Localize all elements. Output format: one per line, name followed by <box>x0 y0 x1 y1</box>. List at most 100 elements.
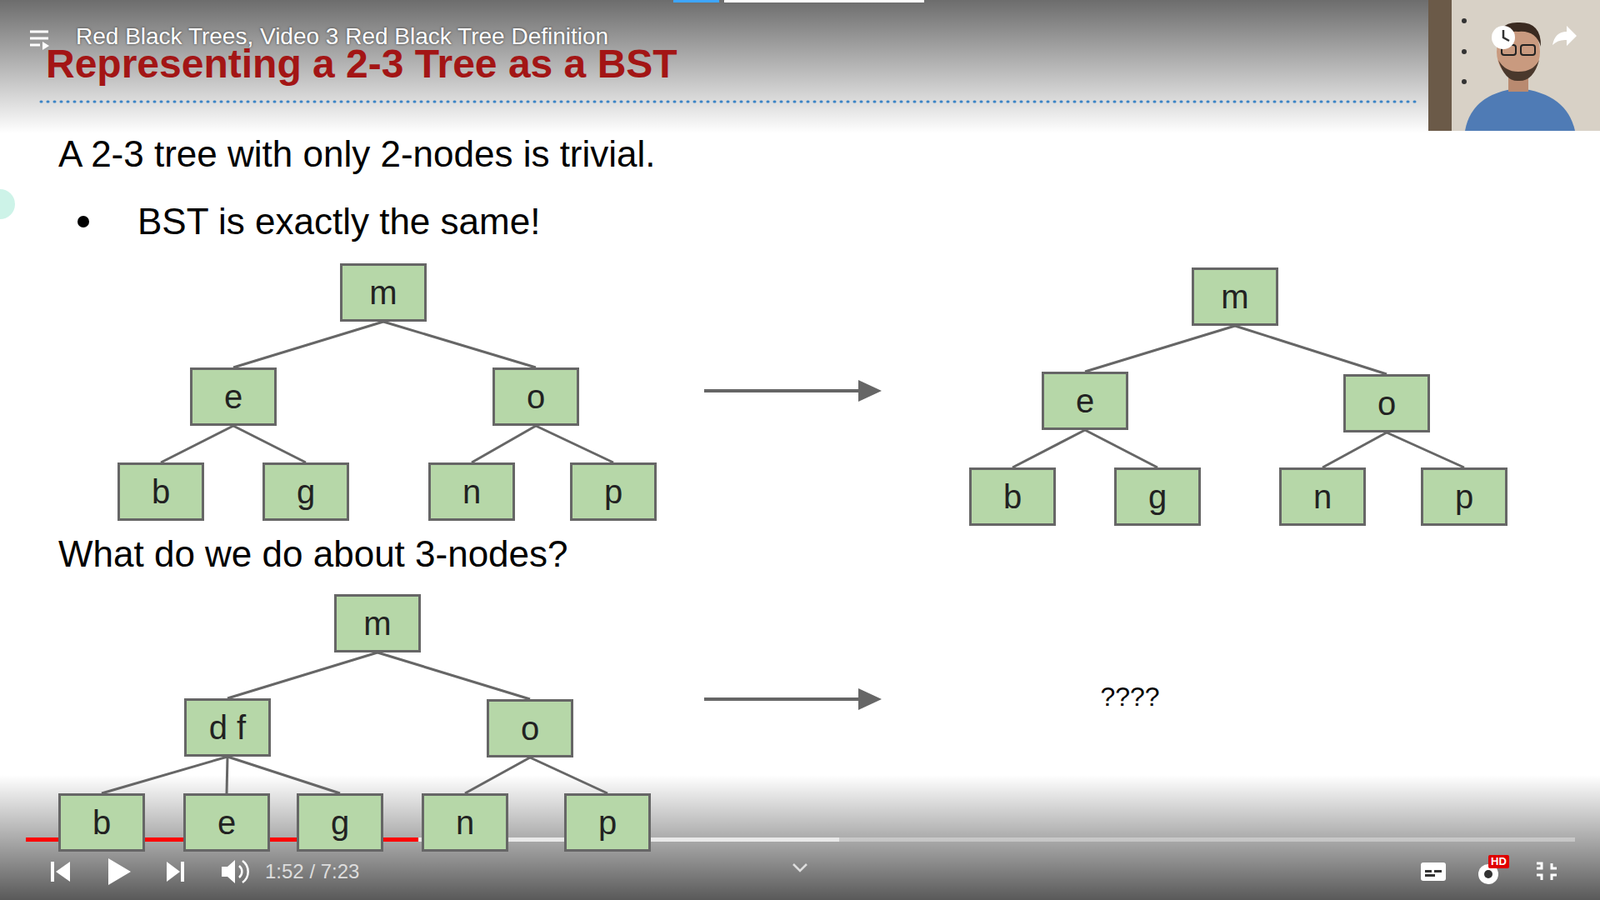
bullet-text: BST is exactly the same! <box>137 200 540 245</box>
edge-marker <box>0 189 15 220</box>
tree-edge <box>160 425 234 463</box>
node-label: o <box>526 378 545 415</box>
tree-edge <box>226 756 228 794</box>
tree-edge <box>233 425 306 463</box>
tree-edge <box>1235 325 1387 375</box>
tree-edge <box>227 756 340 794</box>
node-label: o <box>520 710 540 747</box>
node-label: d f <box>209 709 246 746</box>
settings-icon <box>1484 870 1493 879</box>
tree-edge <box>227 652 378 699</box>
wall-dot <box>1461 18 1467 24</box>
node-label: m <box>363 605 391 642</box>
fullscreen-exit-icon <box>1536 863 1557 880</box>
webcam-frame <box>1428 0 1600 131</box>
tree-node: g <box>1114 467 1201 526</box>
tree-node: n <box>1279 467 1366 526</box>
tree-node: p <box>570 462 657 521</box>
arrow-head <box>858 380 882 402</box>
tree-edge <box>535 425 614 463</box>
tree-node: o <box>1343 374 1430 433</box>
body-text: A 2-3 tree with only 2-nodes is trivial. <box>58 132 656 177</box>
node-label: p <box>598 804 617 841</box>
hd-badge: HD <box>1488 855 1510 869</box>
playlist-icon <box>30 31 49 45</box>
icon-line <box>30 37 49 40</box>
node-label: b <box>1003 478 1022 515</box>
wall-dot <box>1461 79 1467 85</box>
transform-arrow <box>704 389 860 393</box>
wall-dot <box>1461 49 1467 55</box>
tree-node: m <box>334 594 421 653</box>
tree-edge <box>1386 432 1465 468</box>
tree-edge <box>101 756 228 794</box>
previous-icon <box>50 861 55 882</box>
tree-node: g <box>262 462 350 521</box>
next-icon <box>180 861 185 882</box>
tree-node: o <box>486 699 574 758</box>
tree-edge <box>530 757 608 794</box>
previous-icon <box>55 861 70 882</box>
bottom-shade <box>0 775 1600 900</box>
chapter-bar <box>673 0 720 3</box>
subtitles-icon <box>1425 870 1432 873</box>
tree-node: e <box>1041 371 1129 430</box>
tree-edge <box>377 652 530 700</box>
tree-edge <box>1012 430 1085 468</box>
subtitles-icon <box>1434 870 1442 873</box>
top-shade <box>0 0 1429 134</box>
watch-later-icon <box>1503 30 1510 41</box>
volume-icon <box>242 860 249 883</box>
play-icon <box>108 858 131 885</box>
subtitles-icon <box>1425 874 1435 877</box>
node-label: g <box>1148 478 1167 515</box>
share-icon <box>1552 25 1577 46</box>
tree-edge <box>471 425 536 463</box>
node-label: g <box>296 473 315 510</box>
webcam-shirt <box>1465 88 1575 131</box>
node-label: g <box>330 804 350 841</box>
tree-node: e <box>190 367 277 426</box>
node-label: b <box>92 804 111 841</box>
tree-node: p <box>1420 467 1508 526</box>
bullet-dot <box>77 215 90 228</box>
icon-line <box>30 44 40 47</box>
next-icon <box>166 861 180 882</box>
node-label: e <box>217 804 236 841</box>
node-label: m <box>1220 278 1249 315</box>
time-display: 1:52 / 7:23 <box>265 860 360 885</box>
arrow-head <box>858 688 882 710</box>
tree-node: n <box>428 462 515 521</box>
dotted-rule <box>40 100 1421 104</box>
webcam-beard <box>1498 60 1540 81</box>
tree-node: o <box>492 367 580 426</box>
node-label: m <box>369 274 397 311</box>
placeholder-text: ???? <box>1100 680 1160 713</box>
video-title: Red Black Trees, Video 3 Red Black Tree … <box>75 22 609 51</box>
tree-edge <box>1085 325 1235 372</box>
tree-node: b <box>969 467 1056 526</box>
tree-node: b <box>58 793 145 852</box>
tree-node: g <box>296 793 384 852</box>
question-text: What do we do about 3-nodes? <box>58 532 569 577</box>
node-label: e <box>1075 382 1095 420</box>
webcam-glasses <box>1520 45 1535 55</box>
node-label: n <box>462 473 481 510</box>
webcam-background <box>1428 0 1452 131</box>
tree-edge <box>233 321 384 368</box>
tree-node: p <box>564 793 651 852</box>
node-label: p <box>604 473 623 510</box>
volume-icon <box>239 865 242 878</box>
node-label: e <box>224 378 243 415</box>
subtitles-icon <box>1420 862 1446 881</box>
tree-edge <box>1085 430 1158 468</box>
chapter-bar <box>724 0 925 3</box>
tree-edge <box>1322 432 1387 468</box>
tree-edge <box>383 321 536 368</box>
tree-node: d f <box>184 698 271 757</box>
chevron-icon <box>793 864 807 871</box>
transform-arrow <box>704 697 860 701</box>
tree-node: b <box>117 462 205 521</box>
